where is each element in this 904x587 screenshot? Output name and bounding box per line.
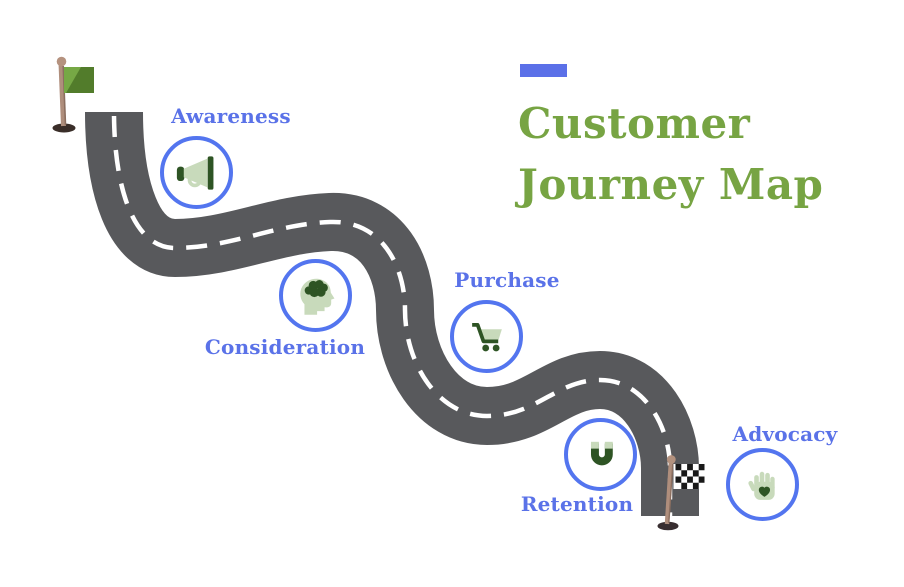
page-title: Customer Journey Map (518, 93, 878, 215)
finish-flag-base (657, 521, 679, 531)
finish-flag-checkerboard (673, 464, 705, 489)
stage-node-consideration (279, 259, 352, 332)
stage-label-consideration: Consideration (204, 335, 366, 359)
stage-node-awareness (160, 136, 233, 209)
start-flag-icon (52, 56, 94, 133)
shopping-cart-icon (471, 322, 502, 351)
stage-label-awareness: Awareness (171, 104, 291, 128)
page-title-line1: Customer (518, 99, 751, 148)
start-flag-cloth-shade (66, 67, 94, 93)
start-flag-base (52, 123, 76, 133)
start-flag-pole (58, 62, 66, 127)
hand-heart-icon (747, 471, 775, 500)
start-flag-knob (56, 56, 67, 67)
title-accent-bar (520, 64, 567, 77)
stage-label-advocacy: Advocacy (732, 422, 838, 446)
finish-flag-pole-shadow (668, 463, 674, 524)
head-brain-icon (299, 278, 334, 315)
start-flag-pole-shadow (62, 65, 67, 126)
stage-node-retention (564, 418, 637, 491)
finish-flag-knob (666, 455, 676, 464)
stage-label-purchase: Purchase (454, 268, 560, 292)
megaphone-icon (176, 155, 213, 190)
stage-label-retention: Retention (520, 492, 634, 516)
page-title-line2: Journey Map (518, 160, 824, 209)
magnet-icon (590, 441, 613, 465)
stage-node-advocacy (726, 448, 799, 521)
road (85, 111, 699, 516)
stage-node-purchase (450, 300, 523, 373)
finish-flag-pole (664, 460, 674, 525)
finish-flag-icon (657, 455, 705, 531)
road-center-dashes (111, 111, 673, 516)
